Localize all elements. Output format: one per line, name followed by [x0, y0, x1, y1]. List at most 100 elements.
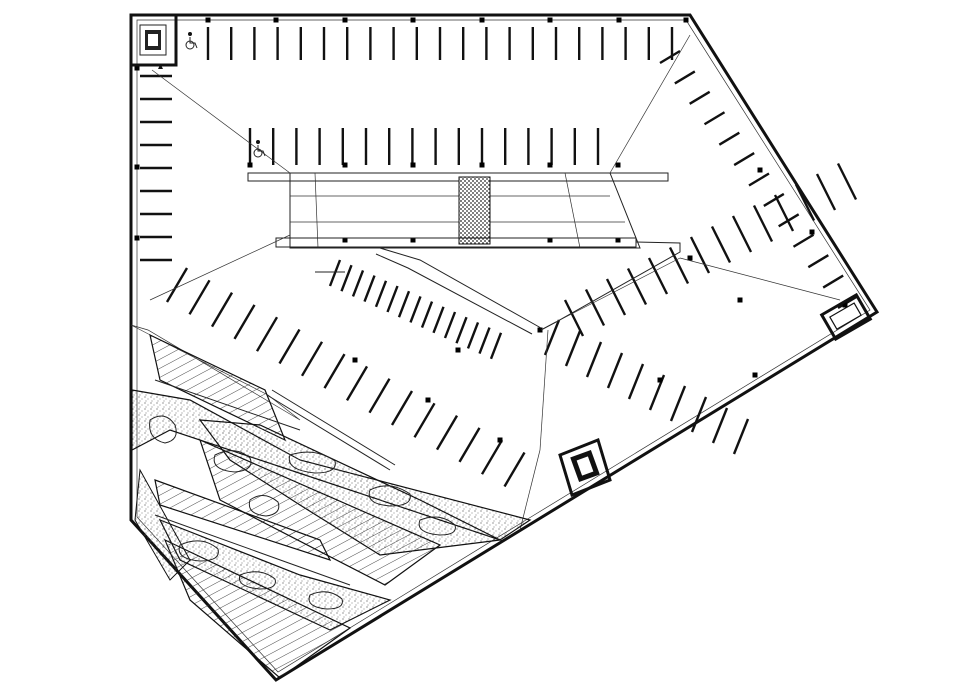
stall-row-lower-right: [543, 162, 858, 455]
stall-line: [659, 49, 681, 65]
column: [547, 17, 553, 23]
stall-line: [606, 352, 624, 389]
stall-line: [188, 279, 211, 315]
stall-line: [718, 131, 740, 146]
stall-line: [674, 70, 696, 85]
structural-columns: [134, 17, 848, 443]
central-ramp: [247, 172, 681, 335]
column: [479, 162, 485, 168]
landscape-ramps: [130, 324, 532, 679]
column: [497, 437, 503, 443]
stall-line: [458, 427, 481, 463]
stall-line: [626, 267, 648, 306]
stall-line: [386, 285, 399, 313]
ramp-hatch-4: [163, 538, 352, 679]
stall-line: [690, 396, 708, 433]
stall-row-diagonal: [165, 267, 526, 488]
stall-line: [351, 269, 365, 297]
stall-line: [703, 111, 726, 126]
stall-line: [668, 246, 690, 285]
column: [757, 167, 763, 173]
stall-line: [503, 451, 526, 488]
stall-line: [822, 274, 844, 289]
stall-line: [731, 215, 753, 253]
stall-line: [165, 267, 189, 303]
wheelchair-icon-2: [253, 140, 266, 158]
stall-line: [413, 402, 436, 438]
stall-line: [627, 363, 645, 400]
stall-line: [585, 341, 603, 378]
stall-line: [669, 385, 687, 422]
stall-line: [233, 304, 256, 340]
stall-row-center: [248, 128, 600, 165]
stall-line: [300, 341, 324, 377]
column: [547, 162, 553, 168]
stall-line: [409, 295, 422, 323]
stall-line: [792, 233, 815, 248]
ramp-outline: [289, 172, 641, 249]
stall-row-right: [659, 49, 859, 310]
stall-line: [432, 306, 445, 334]
stall-line: [443, 311, 457, 339]
ramp-upper-rail: [247, 172, 669, 182]
column: [342, 162, 348, 168]
stall-line: [278, 328, 301, 365]
stall-line: [647, 257, 669, 295]
stall-line: [390, 390, 414, 426]
column: [537, 327, 543, 333]
stall-line: [584, 288, 606, 327]
planting-bed-4: [134, 468, 191, 581]
stall-line: [255, 316, 279, 352]
ramp-rails: [154, 379, 396, 586]
stall-line: [478, 327, 491, 355]
column: [273, 17, 279, 23]
column: [455, 347, 461, 353]
column: [842, 302, 848, 308]
column: [752, 372, 758, 378]
stall-line: [323, 353, 346, 389]
column: [134, 164, 140, 170]
stall-line: [748, 172, 770, 187]
stall-line: [815, 173, 837, 211]
planter-strip: [458, 176, 491, 245]
column: [134, 235, 140, 241]
column: [687, 255, 693, 261]
wheelchair-icon: [185, 32, 198, 50]
column: [352, 357, 358, 363]
column: [410, 17, 416, 23]
column: [247, 162, 253, 168]
stall-row-lower-diagonal: [328, 259, 503, 360]
stall-line: [397, 290, 411, 318]
stall-line: [836, 162, 858, 201]
stall-line: [563, 299, 585, 337]
stall-line: [752, 204, 774, 243]
column: [615, 237, 621, 243]
column: [410, 162, 416, 168]
ramp-hatch-3: [199, 438, 442, 586]
column: [134, 65, 140, 71]
stall-line: [328, 259, 342, 287]
stall-line: [489, 332, 503, 360]
stall-row-left: [140, 74, 172, 262]
column: [342, 17, 348, 23]
stall-line: [711, 407, 729, 444]
stall-line: [420, 301, 434, 329]
stair-core-lower: [558, 438, 612, 497]
stall-line: [435, 414, 459, 451]
column: [809, 229, 815, 235]
stall-line: [773, 194, 795, 232]
stall-line: [345, 365, 369, 402]
stall-line: [543, 319, 561, 356]
ramp-curb: [540, 241, 681, 331]
stall-line: [374, 280, 388, 308]
column: [683, 17, 689, 23]
stall-line: [710, 225, 732, 264]
ramp-divider: [379, 247, 542, 329]
stall-line: [763, 192, 785, 207]
column: [657, 377, 663, 383]
stall-line: [466, 321, 480, 349]
stall-line: [455, 316, 468, 344]
outer-wall: [129, 13, 880, 682]
